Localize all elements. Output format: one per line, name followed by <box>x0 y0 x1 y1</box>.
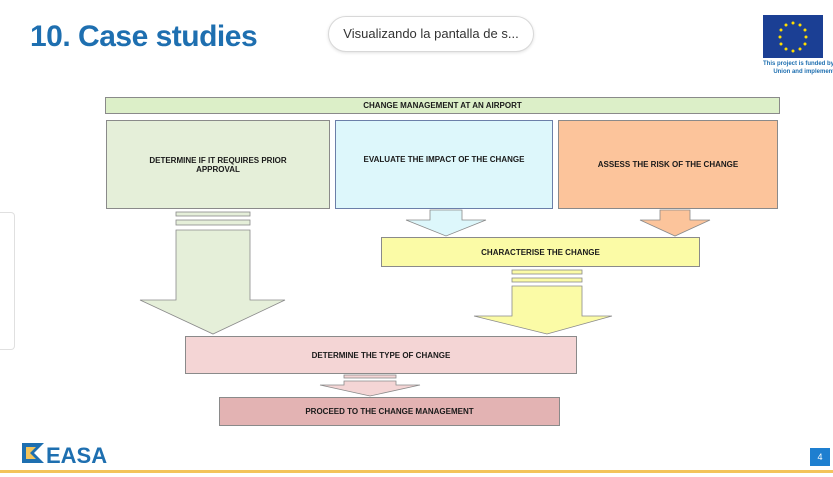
easa-mark-icon <box>22 443 44 469</box>
box-proceed: PROCEED TO THE CHANGE MANAGEMENT <box>219 397 560 426</box>
box-evaluate-impact: EVALUATE THE IMPACT OF THE CHANGE <box>335 120 553 209</box>
slide-title: 10. Case studies <box>30 20 258 53</box>
arrow-evaluate-down <box>405 209 487 237</box>
eu-caption-line1: This project is funded by the Euro <box>762 61 833 67</box>
box-prior-approval-line2: APPROVAL <box>196 164 240 174</box>
diagram-banner: CHANGE MANAGEMENT AT AN AIRPORT <box>105 97 780 114</box>
box-prior-approval-line1: DETERMINE IF IT REQUIRES PRIOR <box>149 155 287 165</box>
arrow-left-big <box>139 211 286 335</box>
box-assess-risk: ASSESS THE RISK OF THE CHANGE <box>558 120 778 209</box>
arrow-type-down <box>319 374 421 397</box>
arrow-assess-down <box>639 209 711 237</box>
easa-logo-text: EASA <box>46 443 108 468</box>
footer-rule <box>0 470 833 473</box>
box-prior-approval: DETERMINE IF IT REQUIRES PRIOR APPROVAL <box>106 120 330 209</box>
box-characterise: CHARACTERISE THE CHANGE <box>381 237 700 267</box>
eu-flag-icon <box>763 15 823 58</box>
arrow-characterise-down <box>473 269 613 335</box>
box-type-of-change: DETERMINE THE TYPE OF CHANGE <box>185 336 577 374</box>
side-panel-handle[interactable] <box>0 212 15 350</box>
eu-caption-line2: Union and implemented by EA <box>773 69 833 75</box>
easa-logo: EASA <box>22 443 107 469</box>
screen-share-indicator[interactable]: Visualizando la pantalla de s... <box>328 16 534 52</box>
page-number-badge: 4 <box>810 448 830 466</box>
eu-funding-caption: This project is funded by the Euro Union… <box>700 60 833 76</box>
